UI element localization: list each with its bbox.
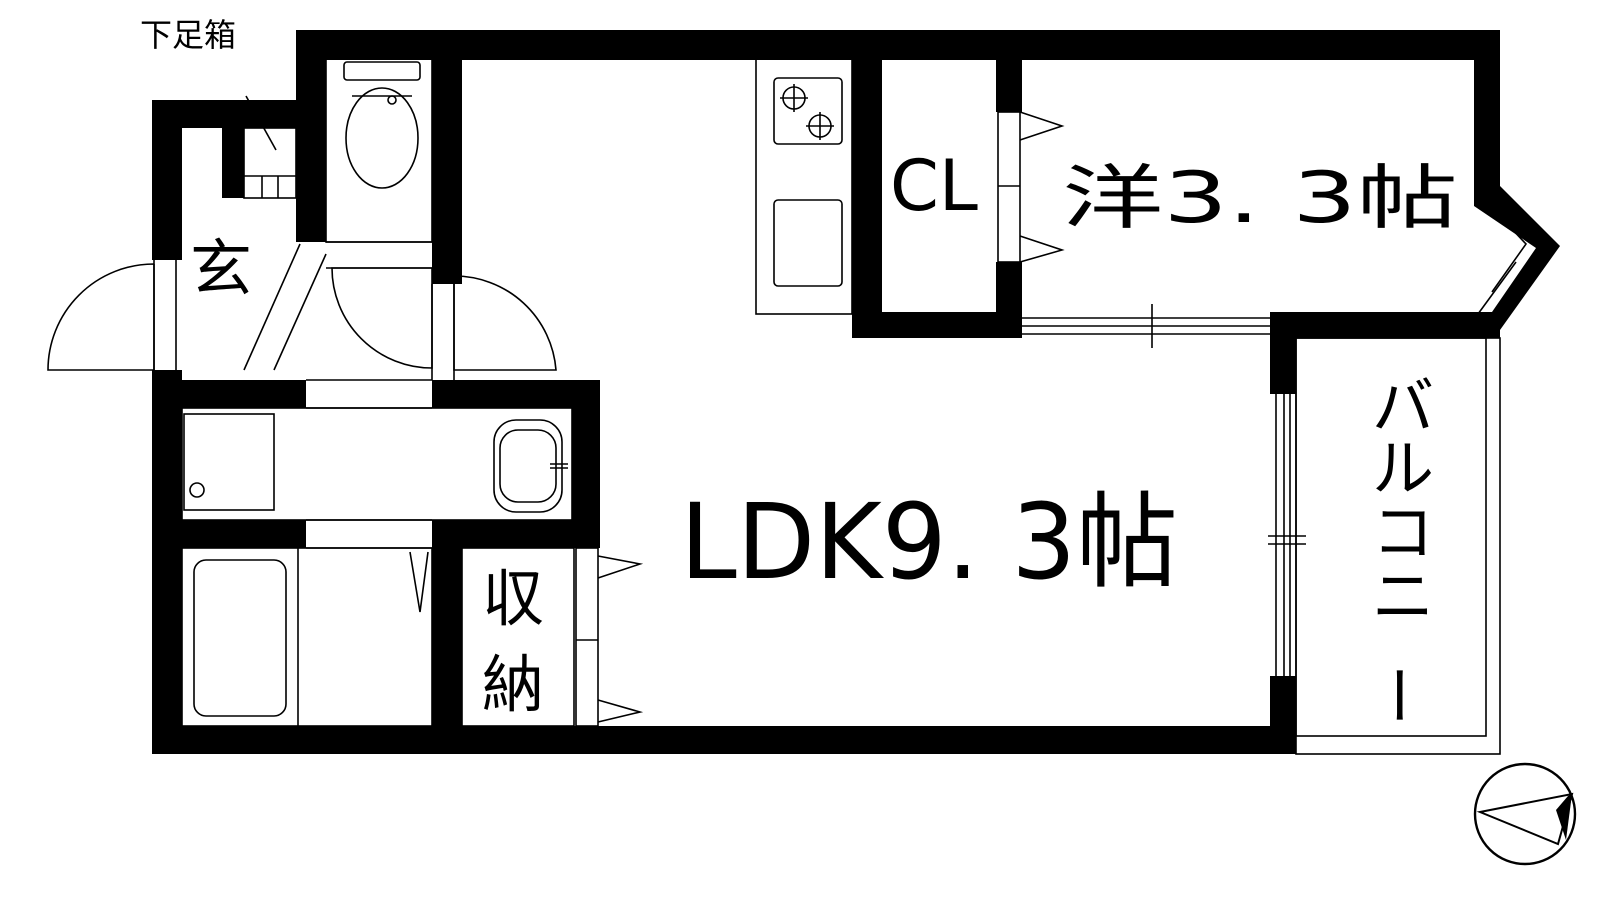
entrance-label: 玄	[190, 232, 252, 305]
balcony-char: コ	[1372, 496, 1434, 569]
storage-label-line1: 収	[482, 562, 544, 635]
ldk-label: LDK9. 3帖	[680, 481, 1178, 603]
bathroom	[181, 547, 433, 727]
wash-basin-icon	[493, 419, 568, 513]
balcony-char: ル	[1372, 432, 1434, 505]
balcony-char: バ	[1372, 370, 1434, 443]
toilet-room	[325, 57, 433, 369]
entrance-area	[47, 95, 557, 380]
kitchen-counter	[755, 57, 853, 315]
bathtub-icon	[193, 559, 287, 717]
closet-label: CL	[890, 145, 978, 227]
balcony-area	[1268, 337, 1501, 755]
balcony-char: ニ	[1372, 560, 1434, 633]
balcony-label: バ ル コ ニ ー	[1361, 370, 1434, 726]
bay-window	[1474, 186, 1560, 330]
kitchen-sink-icon	[773, 199, 843, 287]
closet-doors	[997, 111, 1065, 263]
stove-burners-icon	[780, 84, 834, 140]
western-sliding-door	[1022, 304, 1270, 348]
north-arrow-icon	[1473, 762, 1577, 866]
storage	[461, 547, 644, 727]
storage-label-line2: 納	[482, 648, 544, 721]
western-room-label: 洋3. 3帖	[1062, 157, 1458, 239]
balcony-char: ー	[1361, 664, 1434, 726]
washing-machine-icon	[183, 413, 275, 511]
shoe-box-label: 下足箱	[140, 16, 236, 54]
walls	[152, 30, 1500, 754]
toilet-icon	[343, 61, 421, 189]
